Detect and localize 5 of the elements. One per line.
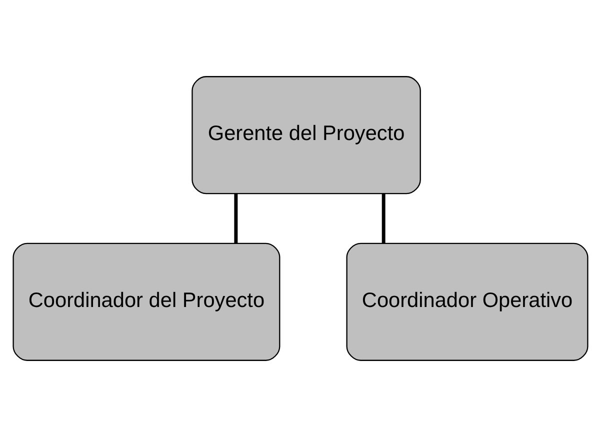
node-box: Coordinador Operativo [346,242,588,360]
node-box: Gerente del Proyecto [192,76,421,194]
connector [234,193,238,243]
node-box: Coordinador del Proyecto [12,242,280,360]
connector [382,193,386,243]
